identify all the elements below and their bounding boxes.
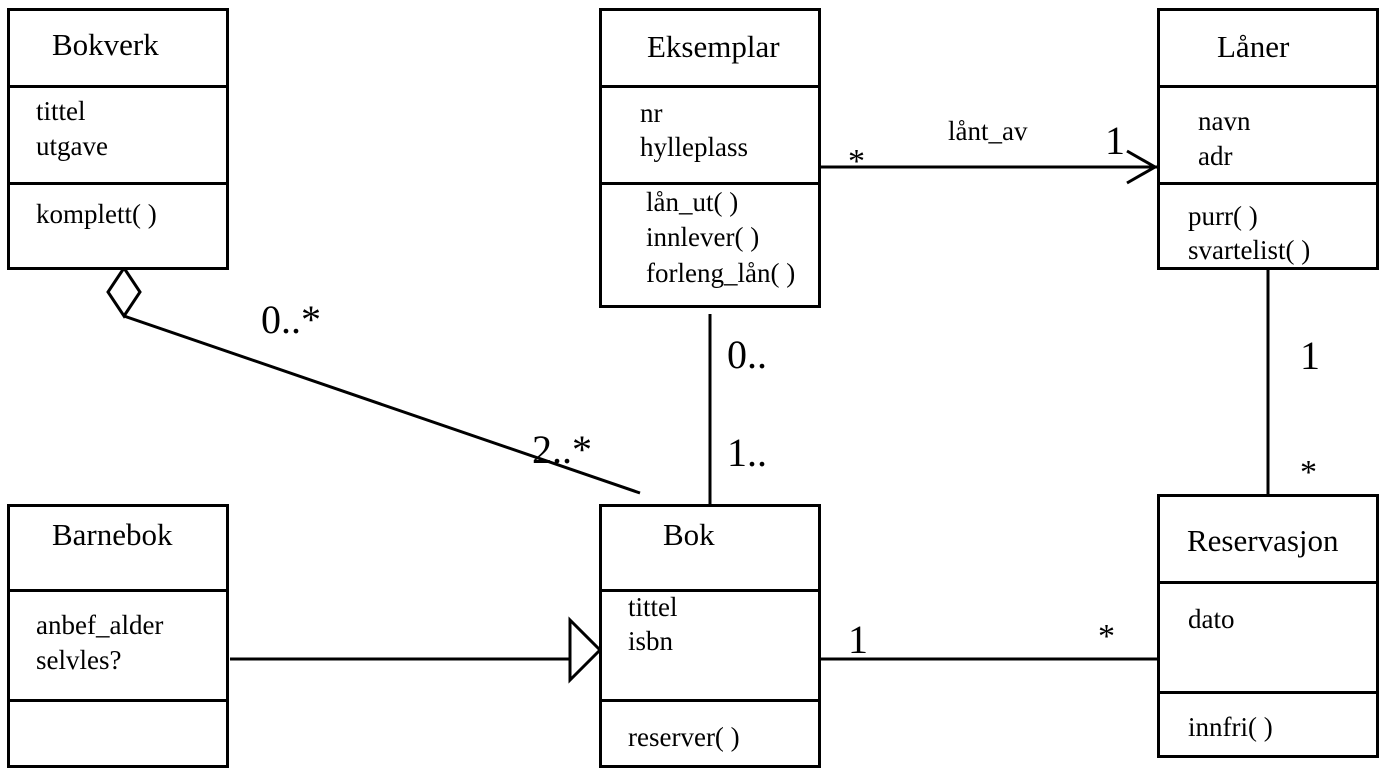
aggregation-diamond bbox=[106, 265, 142, 319]
class-name: Låner bbox=[1217, 29, 1290, 64]
multiplicity-laner-lant-av: 1 bbox=[1105, 118, 1125, 163]
attribute: dato bbox=[1188, 604, 1235, 634]
multiplicity-eksemplar-lant-av: * bbox=[848, 143, 865, 180]
operation: purr( ) bbox=[1188, 201, 1258, 231]
attribute: tittel bbox=[628, 592, 678, 622]
operation: komplett( ) bbox=[36, 199, 157, 229]
association-label-lant-av: lånt_av bbox=[948, 116, 1028, 146]
operation: innfri( ) bbox=[1188, 712, 1273, 742]
attribute: navn bbox=[1198, 106, 1251, 136]
class-name: Eksemplar bbox=[647, 29, 780, 64]
attribute: nr bbox=[640, 98, 663, 128]
multiplicity-bok-part: 2..* bbox=[532, 427, 592, 472]
attribute: selvles? bbox=[36, 645, 122, 675]
attribute: anbef_alder bbox=[36, 610, 164, 640]
operation: forleng_lån( ) bbox=[646, 258, 796, 288]
multiplicity-laner-reservasjon-laner: 1 bbox=[1300, 333, 1320, 378]
operation: lån_ut( ) bbox=[646, 187, 739, 217]
class-name: Bokverk bbox=[52, 27, 159, 62]
multiplicity-bok-reservasjon-bok: 1 bbox=[848, 617, 868, 662]
class-name: Bok bbox=[663, 517, 715, 552]
class-name: Barnebok bbox=[52, 517, 173, 552]
operation: svartelist( ) bbox=[1188, 235, 1311, 265]
class-reservasjon: Reservasjon dato innfri( ) bbox=[1157, 494, 1379, 758]
operations-compartment bbox=[10, 699, 226, 765]
class-eksemplar: Eksemplar nr hylleplass lån_ut( ) innlev… bbox=[599, 8, 821, 308]
operation: innlever( ) bbox=[646, 222, 760, 252]
aggregation-line-bokverk-bok bbox=[123, 314, 641, 495]
class-bokverk: Bokverk tittel utgave komplett( ) bbox=[7, 8, 229, 270]
operation: reserver( ) bbox=[628, 722, 740, 752]
class-laner: Låner navn adr purr( ) svartelist( ) bbox=[1157, 8, 1379, 270]
attribute: hylleplass bbox=[640, 132, 748, 162]
attribute: adr bbox=[1198, 141, 1233, 171]
multiplicity-bok-reservasjon-reservasjon: * bbox=[1098, 618, 1115, 655]
multiplicity-bokverk-whole: 0..* bbox=[261, 297, 321, 342]
attribute: isbn bbox=[628, 626, 674, 656]
class-bok: Bok tittel isbn reserver( ) bbox=[599, 504, 821, 768]
class-barnebok: Barnebok anbef_alder selvles? bbox=[7, 504, 229, 768]
generalization-triangle bbox=[568, 616, 603, 684]
multiplicity-laner-reservasjon-reservasjon: * bbox=[1300, 454, 1317, 491]
multiplicity-eksemplar-bok-bok: 1.. bbox=[727, 430, 767, 475]
class-name: Reservasjon bbox=[1187, 523, 1339, 558]
navigation-arrowhead bbox=[1126, 149, 1159, 185]
multiplicity-eksemplar-bok-eksemplar: 0.. bbox=[727, 332, 767, 377]
attribute: tittel bbox=[36, 96, 86, 126]
attribute: utgave bbox=[36, 131, 108, 161]
